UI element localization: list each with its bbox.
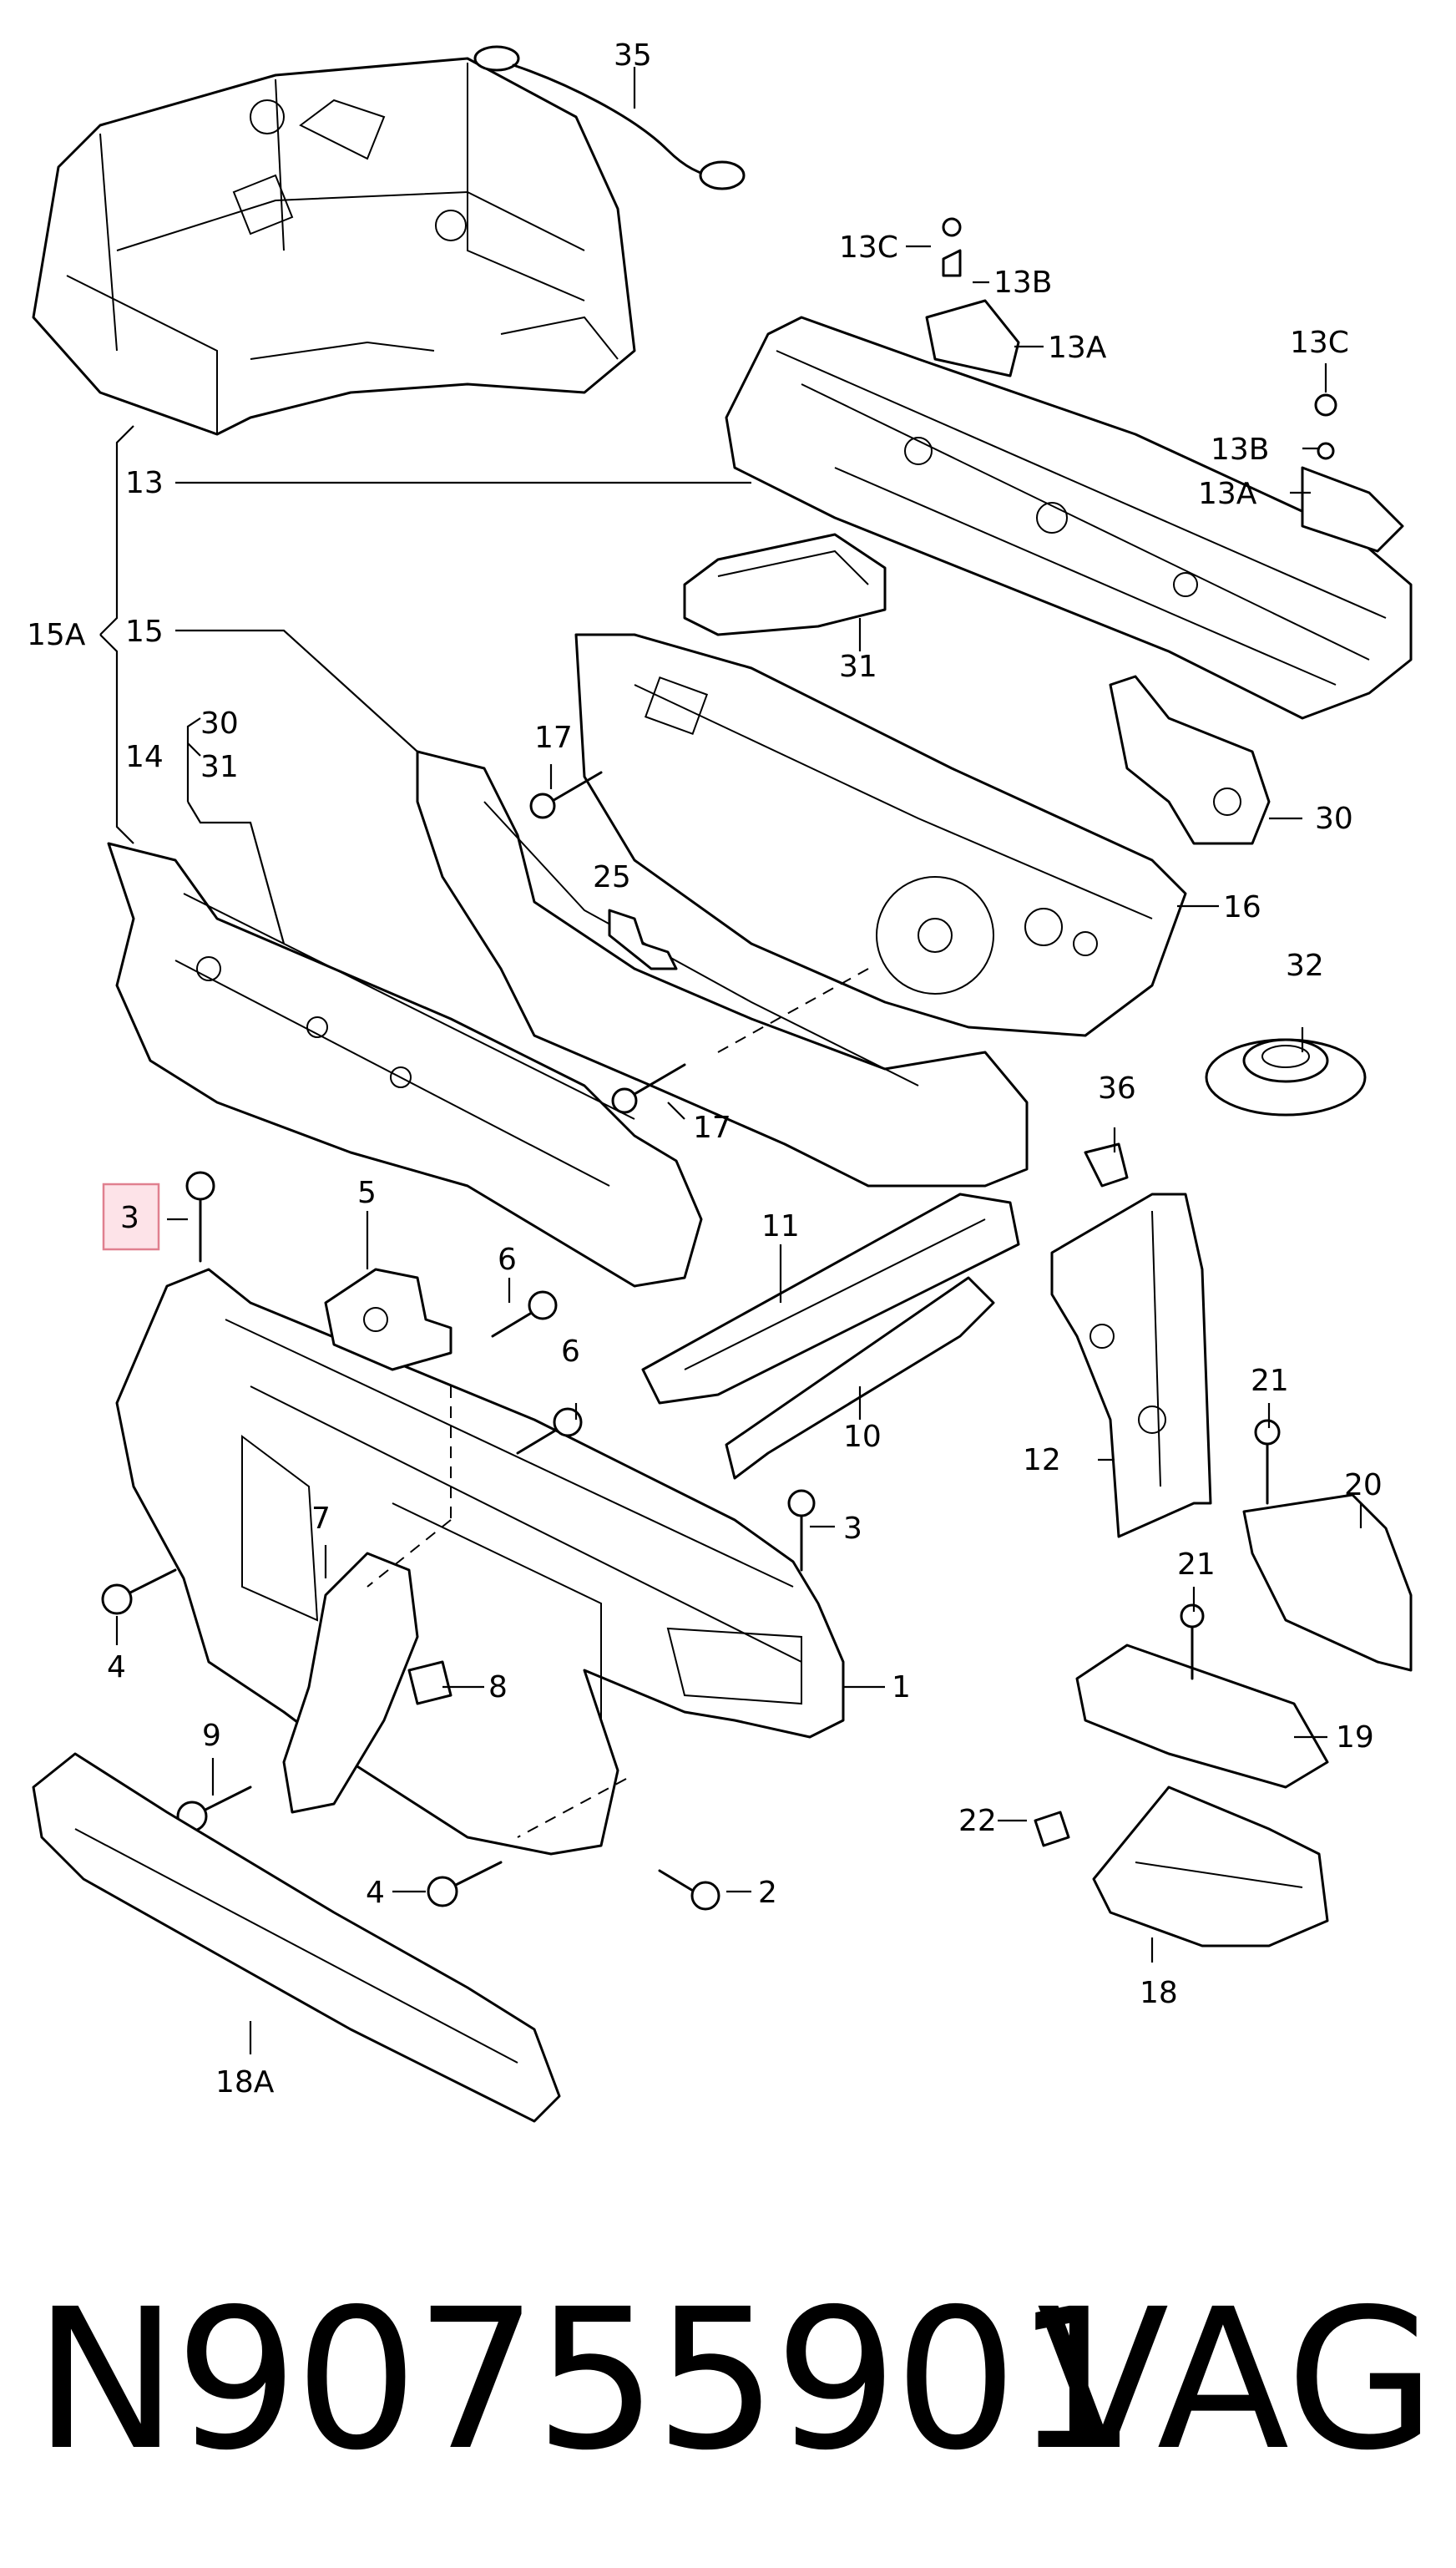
- callout-3-right: 3: [843, 1512, 862, 1546]
- part-21-bolt-upper: [1254, 1419, 1281, 1505]
- callout-3-highlighted: 3: [120, 1201, 139, 1235]
- part-4-bolt-bottom: [427, 1861, 503, 1907]
- callout-30-right: 30: [1315, 802, 1353, 836]
- callout-6-mid: 6: [561, 1335, 580, 1369]
- callout-19: 19: [1336, 1720, 1374, 1755]
- callout-13B-top: 13B: [993, 266, 1053, 300]
- part-16-bulkhead-insulation: [574, 633, 1187, 1037]
- callout-31-group: 31: [200, 750, 239, 784]
- part-18A-lower-beam: [32, 1752, 561, 2123]
- callout-18A: 18A: [215, 2065, 275, 2099]
- part-25-bracket: [608, 909, 678, 970]
- part-17-bolt-upper: [529, 771, 603, 819]
- brand-name: VAG: [1036, 2267, 1436, 2493]
- part-17-bolt-lower: [611, 1063, 686, 1114]
- callout-12: 12: [1023, 1443, 1061, 1477]
- part-36-clip: [1084, 1142, 1129, 1188]
- callout-13: 13: [125, 466, 164, 500]
- callout-15: 15: [125, 615, 164, 649]
- part-4-bolt-left: [101, 1568, 177, 1615]
- callout-10: 10: [843, 1420, 882, 1454]
- part-13-fastener-stack-top: [925, 217, 1020, 377]
- part-32-grommet: [1205, 1038, 1367, 1117]
- car-front-body: [32, 57, 636, 436]
- part-number-footer: N90755901 VAG: [33, 2255, 1436, 2530]
- part-19-bracket: [1075, 1644, 1329, 1789]
- part-14-dash-panel: [107, 842, 703, 1288]
- callout-6-upper: 6: [498, 1243, 517, 1277]
- callout-32: 32: [1286, 949, 1324, 983]
- callout-21-mid: 21: [1177, 1547, 1216, 1582]
- part-22-clip: [1034, 1811, 1070, 1847]
- part-20-bracket: [1242, 1493, 1413, 1672]
- part-3-bolt-right: [787, 1489, 816, 1572]
- part-11-member: [641, 1193, 1020, 1405]
- callout-9: 9: [202, 1719, 221, 1753]
- parts-exploded-diagram: 35 13C 13B 13A 13C 13B 13A 13 15A 15 14 …: [27, 38, 1413, 2123]
- callout-11: 11: [761, 1209, 800, 1243]
- part-13-fastener-stack-right: [1301, 393, 1404, 553]
- callout-14: 14: [125, 740, 164, 774]
- callout-36: 36: [1098, 1071, 1136, 1106]
- callout-13B-right: 13B: [1211, 433, 1270, 467]
- callout-22: 22: [958, 1804, 997, 1838]
- callout-35: 35: [614, 38, 652, 73]
- callout-30-group: 30: [200, 707, 239, 741]
- highlight-box: [102, 1183, 160, 1251]
- callout-31: 31: [839, 650, 877, 684]
- callout-2: 2: [758, 1876, 777, 1910]
- leader-lines: [99, 67, 1362, 2054]
- alignment-line: [367, 1519, 452, 1588]
- callout-1: 1: [892, 1670, 911, 1704]
- callout-13C-top: 13C: [839, 230, 898, 265]
- callout-4-bottom: 4: [366, 1876, 385, 1910]
- callout-21-upper: 21: [1251, 1364, 1289, 1398]
- callout-labels: 35 13C 13B 13A 13C 13B 13A 13 15A 15 14 …: [27, 38, 1383, 2099]
- part-18-bracket: [1092, 1785, 1329, 1948]
- part-6-bolt-upper: [491, 1290, 558, 1338]
- callout-17-lower: 17: [693, 1111, 731, 1145]
- callout-5: 5: [357, 1176, 377, 1210]
- part-21-bolt-lower: [1180, 1603, 1205, 1680]
- callout-15A: 15A: [27, 618, 86, 652]
- callout-8: 8: [488, 1670, 508, 1704]
- part-30-bracket: [1109, 675, 1271, 845]
- part-13-plenum-panel: [725, 316, 1413, 720]
- part-2-bolt: [658, 1869, 720, 1911]
- callout-7: 7: [311, 1502, 331, 1536]
- part-1-lock-carrier: [115, 1268, 845, 1856]
- callout-18: 18: [1140, 1976, 1178, 2010]
- part-35-cable: [473, 45, 746, 190]
- callout-4-left: 4: [107, 1650, 126, 1684]
- callout-16: 16: [1223, 890, 1261, 924]
- callout-17-upper: 17: [534, 721, 573, 755]
- part-3-bolt-highlighted-position: [185, 1171, 215, 1263]
- part-5-lock-bracket: [324, 1268, 452, 1371]
- part-7-strut: [282, 1552, 419, 1814]
- part-6-bolt-mid: [516, 1407, 583, 1455]
- part-8-clip: [407, 1660, 452, 1705]
- callout-20: 20: [1344, 1468, 1383, 1502]
- part-12-side-member: [1050, 1193, 1212, 1538]
- callout-13A-right: 13A: [1198, 477, 1257, 511]
- alignment-line: [717, 968, 869, 1053]
- part-31-bracket: [683, 533, 887, 636]
- callout-13C-right: 13C: [1290, 326, 1349, 360]
- callout-13A-top: 13A: [1048, 331, 1107, 365]
- part-10-member: [725, 1276, 995, 1480]
- part-number: N90755901: [33, 2267, 1137, 2493]
- callout-25: 25: [593, 860, 631, 894]
- alignment-line: [517, 1778, 627, 1838]
